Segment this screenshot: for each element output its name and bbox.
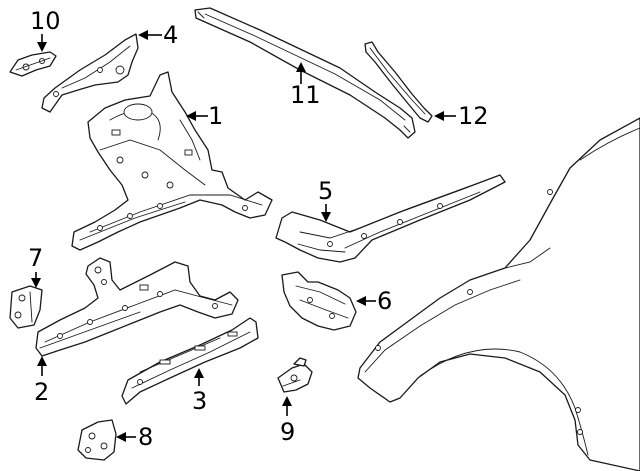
part-12-strut bbox=[364, 41, 433, 123]
part-5-side-rail bbox=[275, 174, 506, 263]
callout-2: 2 bbox=[34, 356, 49, 406]
part-1-front-structure bbox=[71, 71, 273, 251]
callout-9: 9 bbox=[280, 396, 295, 446]
part-6-bracket bbox=[281, 271, 357, 331]
callout-3: 3 bbox=[192, 368, 207, 415]
callout-4-label: 4 bbox=[163, 21, 178, 49]
callout-5-label: 5 bbox=[318, 177, 333, 205]
callout-5: 5 bbox=[318, 177, 333, 222]
callout-10-label: 10 bbox=[30, 7, 61, 35]
callout-12: 12 bbox=[434, 102, 489, 130]
callout-12-label: 12 bbox=[458, 102, 489, 130]
callout-1: 1 bbox=[186, 102, 223, 130]
part-7-plate bbox=[9, 285, 43, 329]
callout-9-label: 9 bbox=[280, 418, 295, 446]
callout-4: 4 bbox=[138, 21, 178, 49]
callout-10: 10 bbox=[30, 7, 61, 52]
callout-8-label: 8 bbox=[138, 423, 153, 451]
callout-8: 8 bbox=[116, 423, 153, 451]
callout-11-label: 11 bbox=[290, 81, 321, 109]
part-11-brace bbox=[194, 7, 416, 139]
part-10-bracket bbox=[9, 51, 57, 77]
part-3-rail-extension bbox=[121, 317, 259, 405]
callout-7: 7 bbox=[28, 244, 43, 288]
callout-3-label: 3 bbox=[192, 387, 207, 415]
part-4-upper-panel bbox=[41, 33, 139, 113]
callout-1-label: 1 bbox=[208, 102, 223, 130]
part-9-bracket bbox=[277, 357, 313, 393]
part-8-plate bbox=[77, 419, 117, 461]
fender-panel bbox=[357, 117, 640, 471]
callout-6: 6 bbox=[356, 287, 392, 315]
callout-2-label: 2 bbox=[34, 378, 49, 406]
part-2-lower-rail bbox=[35, 257, 239, 357]
callout-11: 11 bbox=[290, 62, 321, 109]
callout-6-label: 6 bbox=[377, 287, 392, 315]
callout-7-label: 7 bbox=[28, 244, 43, 272]
